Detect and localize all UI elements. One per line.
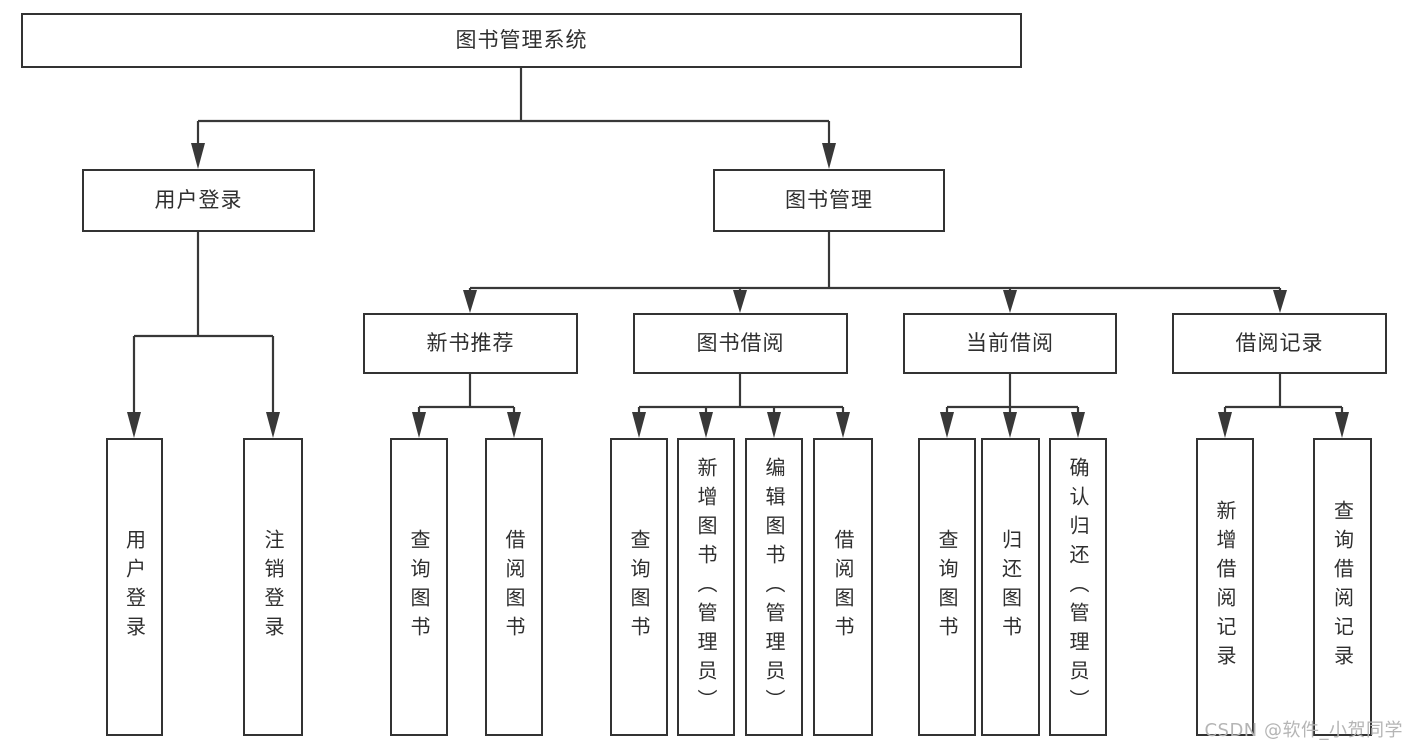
leaf-borrow-books-borrowing: 借阅图书	[813, 438, 873, 736]
node-label: 借阅图书	[502, 529, 526, 645]
node-borrowing-records: 借阅记录	[1172, 313, 1387, 374]
node-label: 归还图书	[998, 529, 1023, 645]
node-label: 图书管理系统	[455, 28, 588, 52]
node-label: 新书推荐	[426, 331, 515, 355]
node-book-management: 图书管理	[713, 169, 945, 232]
node-label: 图书管理	[785, 188, 873, 212]
node-current-borrowing: 当前借阅	[903, 313, 1117, 374]
node-label: 借阅记录	[1235, 331, 1324, 355]
node-label: 查询图书	[627, 529, 651, 645]
leaf-user-login: 用户登录	[106, 438, 163, 736]
node-label: 查询图书	[407, 529, 431, 645]
node-label: 当前借阅	[966, 331, 1054, 355]
leaf-confirm-return-admin: 确认归还（管理员）	[1049, 438, 1107, 736]
csdn-watermark: CSDN @软件_小贺同学	[1204, 720, 1403, 741]
leaf-query-books-borrowing: 查询图书	[610, 438, 668, 736]
node-label: 新增图书（管理员）	[694, 456, 718, 718]
leaf-edit-books-admin: 编辑图书（管理员）	[745, 438, 803, 736]
leaf-add-books-admin: 新增图书（管理员）	[677, 438, 735, 736]
node-label: 确认归还（管理员）	[1066, 456, 1090, 718]
node-label: 新增借阅记录	[1213, 500, 1237, 674]
node-label: 图书借阅	[696, 331, 785, 355]
node-library-management-system: 图书管理系统	[21, 13, 1022, 68]
node-book-borrowing: 图书借阅	[633, 313, 848, 374]
leaf-add-borrow-record: 新增借阅记录	[1196, 438, 1254, 736]
node-label: 用户登录	[122, 529, 147, 645]
leaf-query-books-recommend: 查询图书	[390, 438, 448, 736]
node-label: 用户登录	[154, 188, 243, 212]
leaf-query-books-current: 查询图书	[918, 438, 976, 736]
node-new-book-recommendation: 新书推荐	[363, 313, 578, 374]
node-label: 查询图书	[935, 529, 959, 645]
leaf-logout: 注销登录	[243, 438, 303, 736]
leaf-borrow-books-recommend: 借阅图书	[485, 438, 543, 736]
leaf-query-borrow-record: 查询借阅记录	[1313, 438, 1372, 736]
node-label: 借阅图书	[831, 529, 855, 645]
node-label: 注销登录	[261, 529, 285, 645]
node-label: 查询借阅记录	[1330, 500, 1355, 674]
node-label: 编辑图书（管理员）	[762, 456, 786, 718]
leaf-return-books: 归还图书	[981, 438, 1040, 736]
node-user-login: 用户登录	[82, 169, 315, 232]
